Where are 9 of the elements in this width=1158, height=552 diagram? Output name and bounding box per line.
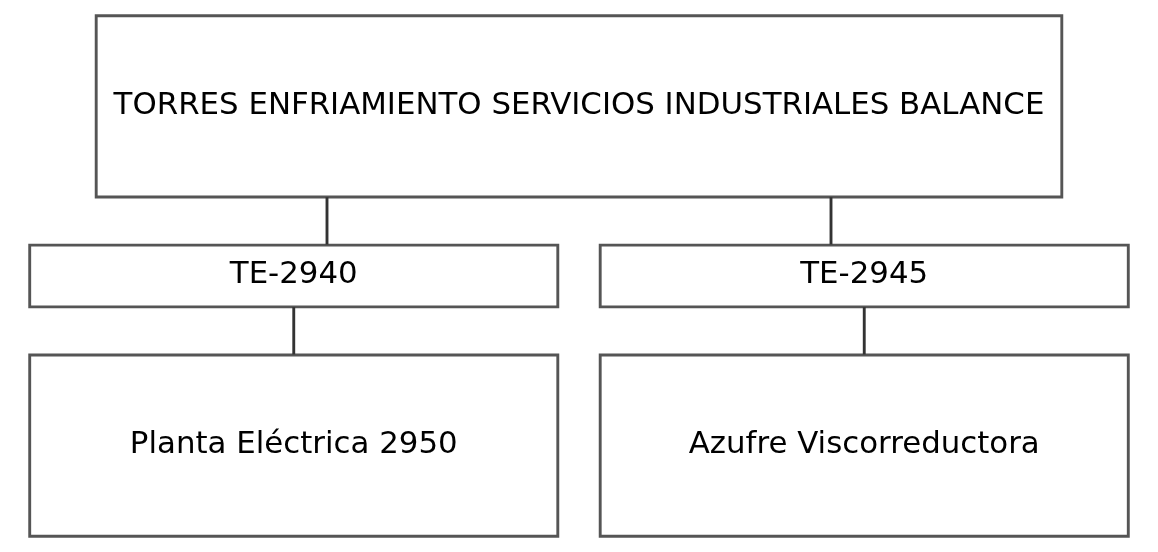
node-box: TE-2945 — [598, 243, 1130, 309]
connector — [862, 307, 866, 355]
node-box: Azufre Viscorreductora — [598, 353, 1130, 538]
node-box: Planta Eléctrica 2950 — [28, 353, 560, 538]
node-box: TORRES ENFRIAMIENTO SERVICIOS INDUSTRIALES BALANCE — [94, 14, 1064, 199]
connector — [325, 197, 329, 245]
connector — [292, 307, 296, 355]
connector — [829, 197, 833, 245]
node-box: TE-2940 — [28, 243, 560, 309]
